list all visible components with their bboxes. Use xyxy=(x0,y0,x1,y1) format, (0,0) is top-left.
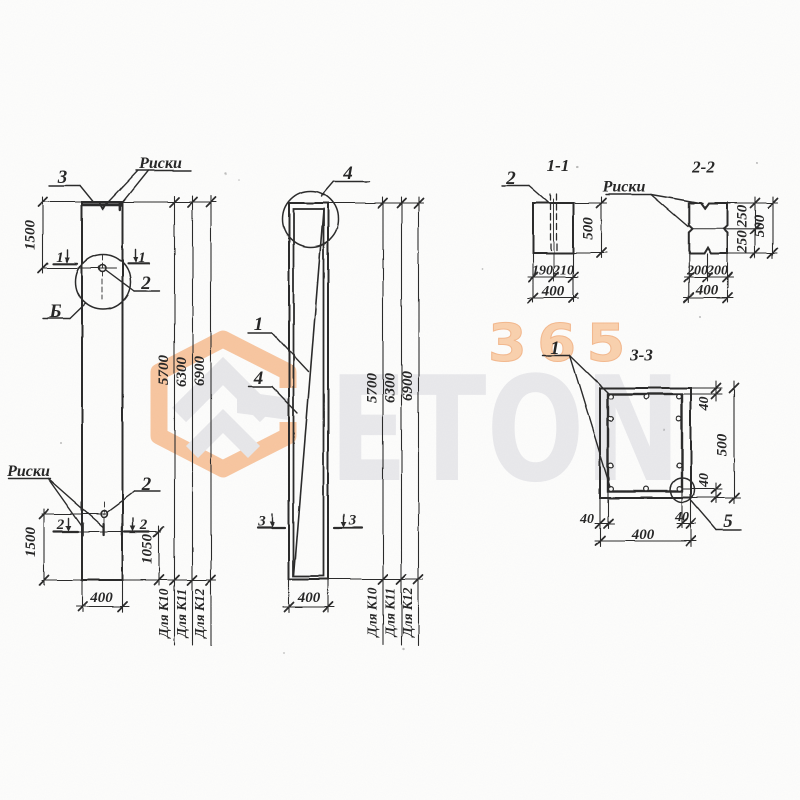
column-drawing-svg: ETON 365 xyxy=(0,0,800,800)
drawing-sheet: ETON 365 xyxy=(0,0,800,800)
scan-grain-overlay xyxy=(0,0,800,800)
